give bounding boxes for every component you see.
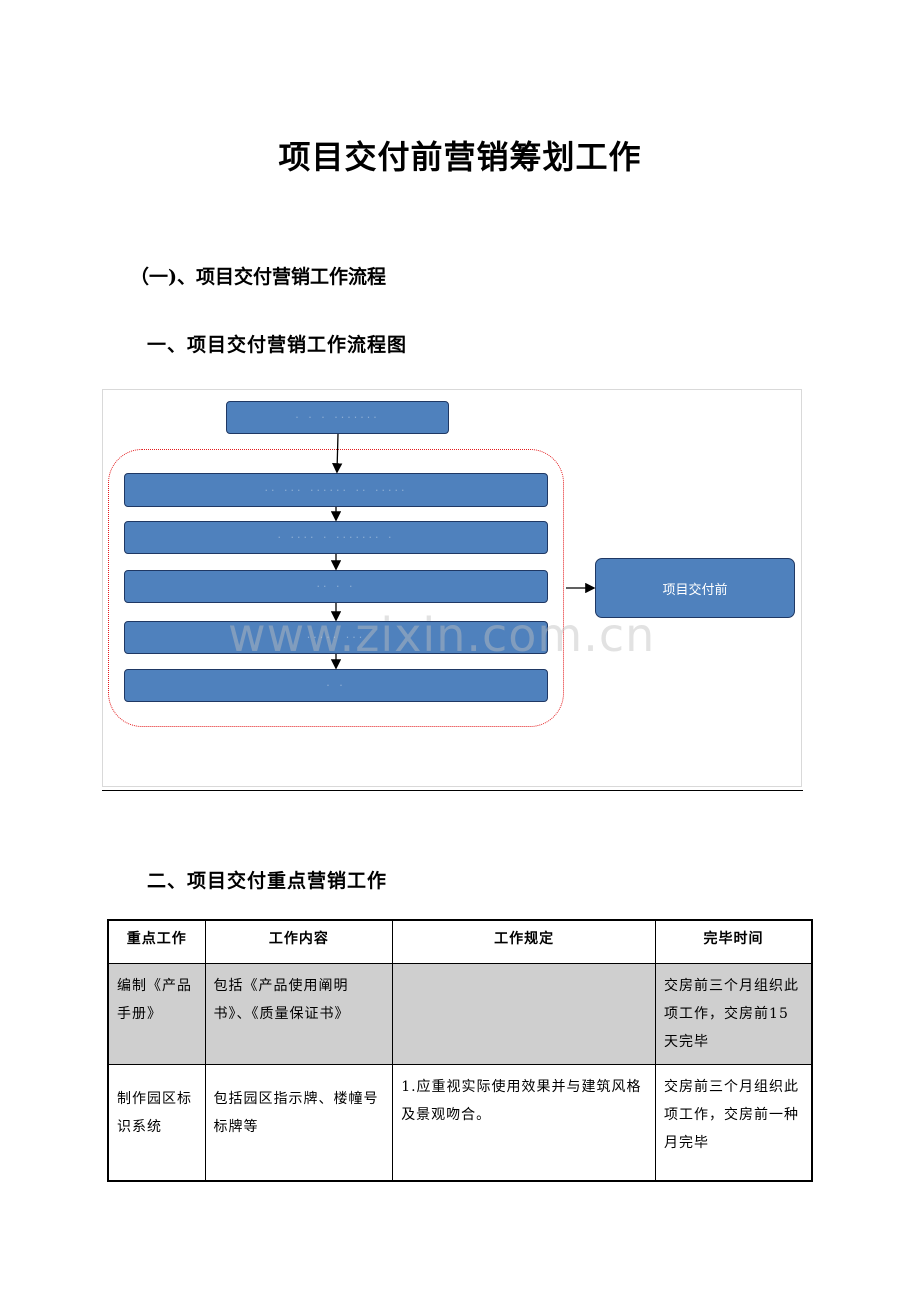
arrow-start-to-group	[332, 433, 343, 474]
flow-box-step-2: · ···· · ······· ·	[124, 521, 548, 554]
flow-box-start: · · · ·······	[226, 401, 449, 434]
subsection-heading-key-work: 二、项目交付重点营销工作	[147, 870, 388, 892]
header-cell: 工作内容	[204, 919, 394, 964]
header-cell: 重点工作	[107, 919, 206, 964]
flowchart-frame	[102, 389, 802, 787]
document-title: 项目交付前营销筹划工作	[278, 138, 642, 176]
flow-box-project-delivery: 项目交付前	[595, 558, 795, 618]
table-cell: 包括《产品使用阐明书》、《质量保证书》	[204, 963, 394, 1065]
header-cell: 工作规定	[392, 919, 657, 964]
table-row: 制作园区标识系统 包括园区指示牌、楼幢号标牌等 1.应重视实际使用效果并与建筑风…	[107, 1064, 813, 1181]
table-cell: 编制《产品手册》	[107, 963, 206, 1065]
flowchart-group-outline	[108, 449, 564, 727]
key-work-table: 重点工作 工作内容 工作规定 完毕时间 编制《产品手册》 包括《产品使用阐明书》…	[107, 919, 813, 1182]
table-cell: 交房前三个月组织此项工作，交房前一种月完毕	[655, 1064, 813, 1181]
table-header-row: 重点工作 工作内容 工作规定 完毕时间	[107, 919, 813, 964]
flow-box-step-4: ····· ···	[124, 621, 548, 654]
watermark: www.zixin.com.cn	[228, 608, 656, 662]
table-cell: 1.应重视实际使用效果并与建筑风格及景观吻合。	[392, 1064, 657, 1181]
section-heading: （一)、项目交付营销工作流程	[130, 266, 386, 288]
table-cell	[392, 963, 657, 1065]
table-cell: 制作园区标识系统	[107, 1064, 206, 1181]
table-row: 编制《产品手册》 包括《产品使用阐明书》、《质量保证书》 交房前三个月组织此项工…	[107, 963, 813, 1065]
header-cell: 完毕时间	[655, 919, 813, 964]
table-cell: 包括园区指示牌、楼幢号标牌等	[204, 1064, 394, 1181]
horizontal-rule	[102, 790, 803, 791]
table-cell: 交房前三个月组织此项工作，交房前15天完毕	[655, 963, 813, 1065]
subsection-heading-flowchart: 一、项目交付营销工作流程图	[147, 334, 408, 356]
